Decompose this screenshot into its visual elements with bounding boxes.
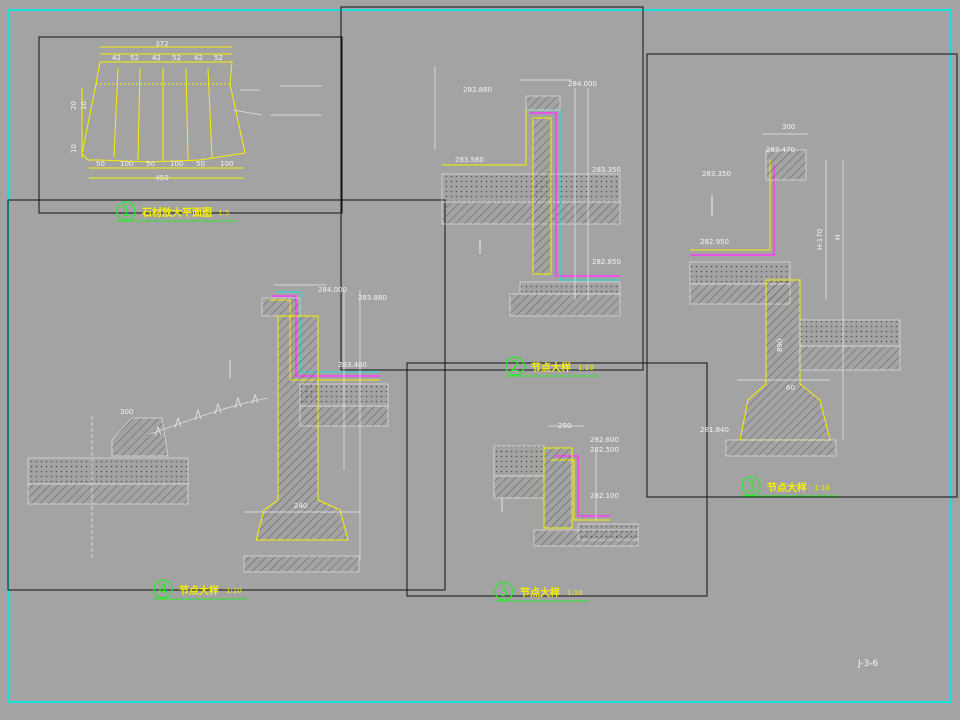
detail-1-number: 1: [122, 204, 131, 220]
d1-top-seg: 42: [152, 54, 161, 62]
detail-2-level-text: 284.000 283.880 283.580 283.350 282.850: [455, 80, 621, 266]
d1-top-total: 372: [155, 40, 168, 48]
d5-level: 282.100: [590, 492, 619, 500]
detail-4-level-text: 284.000 283.880 283.400 300 240: [120, 286, 387, 510]
d1-top-seg: 52: [130, 54, 139, 62]
d3-dim: 60: [786, 384, 795, 392]
detail-1-scale: 1:5: [218, 209, 229, 217]
d1-bottom-total: 450: [155, 174, 168, 182]
d1-top-seg: 52: [172, 54, 181, 62]
detail-title-5: 5 节点大样 1:10: [494, 581, 589, 602]
d1-left-dim: 10: [70, 144, 78, 153]
d1-bottom-seg: 50: [146, 160, 155, 168]
detail-4-section: [27, 291, 389, 573]
detail-3-frame: [646, 53, 958, 498]
d3-level: 283.350: [702, 170, 731, 178]
detail-title-4: 4 节点大样 1:10: [153, 579, 248, 600]
d5-level: 282.500: [590, 446, 619, 454]
detail-3-scale: 1:10: [814, 484, 830, 492]
d5-dim: 250: [558, 422, 571, 430]
detail-4-title: 节点大样: [179, 584, 219, 597]
detail-4-dims: [91, 284, 361, 560]
d1-bottom-seg: 100: [220, 160, 233, 168]
detail-3-section: [689, 149, 901, 457]
detail-1-frame: [38, 36, 343, 214]
detail-3-number: 3: [747, 479, 756, 495]
detail-4-number: 4: [159, 582, 168, 598]
detail-4-frame: [7, 199, 446, 591]
detail-2-scale: 1:10: [578, 364, 594, 372]
detail-title-1: 1 石材放大平面图 1:5: [116, 201, 236, 222]
d1-left-dim: 20: [70, 101, 78, 110]
d2-level: 282.850: [592, 258, 621, 266]
detail-2-section: [441, 95, 621, 317]
d4-level: 284.000: [318, 286, 347, 294]
detail-5-dims: [548, 425, 597, 520]
d4-level: 283.880: [358, 294, 387, 302]
d2-level: 283.580: [455, 156, 484, 164]
d2-level: 284.000: [568, 80, 597, 88]
detail-1-leaders: [232, 85, 322, 116]
detail-2-dims: [434, 66, 589, 300]
d3-level: 282.950: [700, 238, 729, 246]
d1-top-seg: 52: [214, 54, 223, 62]
d4-dim: 240: [294, 502, 307, 510]
d3-level: 283.470: [766, 146, 795, 154]
d1-top-seg: 42: [112, 54, 121, 62]
detail-2-frame: [340, 6, 644, 371]
d2-level: 283.880: [463, 86, 492, 94]
d3-dim: H-170: [816, 229, 824, 250]
d3-level: 281.840: [700, 426, 729, 434]
detail-title-3: 3 节点大样 1:10: [741, 476, 836, 497]
d3-dim: H: [834, 235, 842, 240]
detail-5-level-text: 282.600 282.500 282.100 250: [558, 422, 619, 500]
d3-dim: 890: [776, 339, 784, 352]
d1-top-seg: 42: [194, 54, 203, 62]
detail-5-number: 5: [500, 584, 509, 600]
d5-level: 282.600: [590, 436, 619, 444]
detail-4-scale: 1:10: [226, 587, 242, 595]
d3-dim: 300: [782, 123, 795, 131]
detail-1-dim-text: 372 42 52 42 52 42 52 50 100 50 100 50 1…: [70, 40, 233, 182]
detail-1-title: 石材放大平面图: [141, 206, 212, 219]
d1-bottom-seg: 50: [96, 160, 105, 168]
detail-3-dims: [737, 133, 844, 440]
d1-bottom-seg: 100: [170, 160, 183, 168]
detail-2-number: 2: [511, 359, 520, 375]
detail-2-title: 节点大样: [531, 361, 571, 374]
d1-left-dim: 20: [80, 101, 88, 110]
detail-5-scale: 1:10: [567, 589, 583, 597]
d4-level: 283.400: [338, 361, 367, 369]
sheet-number: J-3-6: [857, 659, 879, 669]
d1-bottom-seg: 50: [196, 160, 205, 168]
d1-bottom-seg: 100: [120, 160, 133, 168]
d2-level: 283.350: [592, 166, 621, 174]
detail-3-title: 节点大样: [767, 481, 807, 494]
detail-1-stone-plan: [81, 46, 246, 179]
detail-5-frame: [406, 362, 708, 597]
detail-5-section: [493, 445, 639, 547]
detail-3-level-text: 283.470 283.350 282.950 281.840 300 60 8…: [700, 123, 842, 434]
d4-dim: 300: [120, 408, 133, 416]
detail-5-title: 节点大样: [520, 586, 560, 599]
detail-title-2: 2 节点大样 1:10: [505, 356, 600, 377]
